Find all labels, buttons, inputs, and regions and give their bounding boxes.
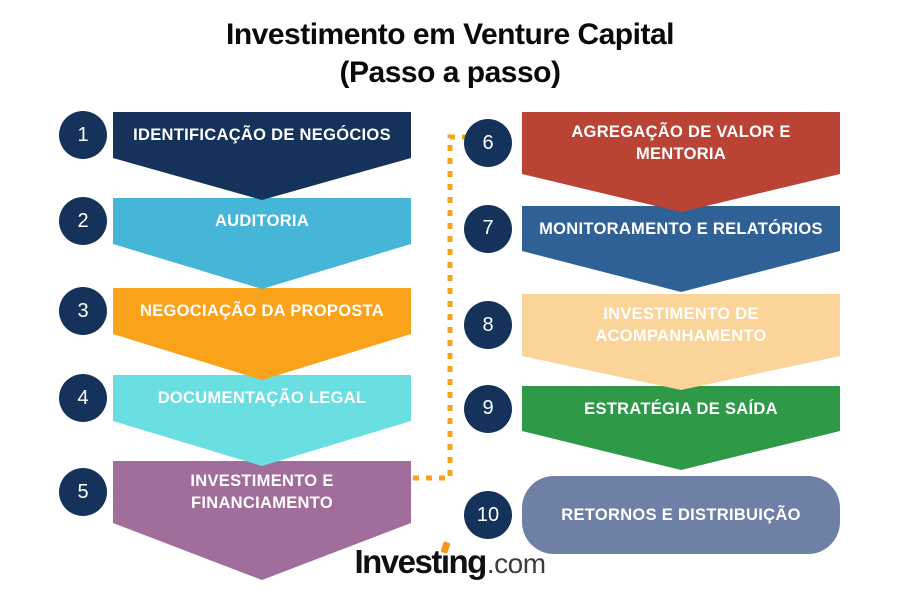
step-8-label-text: INVESTIMENTO DE ACOMPANHAMENTO bbox=[595, 305, 767, 345]
step-2-number-badge: 2 bbox=[59, 197, 107, 245]
page-title-line2: (Passo a passo) bbox=[339, 56, 561, 89]
step-5-number-badge: 5 bbox=[59, 468, 107, 516]
step-6-number-badge: 6 bbox=[464, 119, 512, 167]
step-8-number: 8 bbox=[482, 313, 494, 336]
step-8-label: INVESTIMENTO DE ACOMPANHAMENTO bbox=[522, 294, 840, 356]
step-10-label-text: RETORNOS E DISTRIBUIÇÃO bbox=[561, 506, 801, 524]
step-1-label-text: IDENTIFICAÇÃO DE NEGÓCIOS bbox=[133, 126, 391, 144]
step-2-number: 2 bbox=[77, 209, 89, 232]
step-7-label: MONITORAMENTO E RELATÓRIOS bbox=[522, 206, 840, 251]
step-9-label-text: ESTRATÉGIA DE SAÍDA bbox=[584, 399, 778, 418]
step-4-number-badge: 4 bbox=[59, 374, 107, 422]
step-5-number: 5 bbox=[77, 480, 89, 503]
step-1-number: 1 bbox=[77, 123, 89, 146]
step-8-number-badge: 8 bbox=[464, 301, 512, 349]
step-7-number-badge: 7 bbox=[464, 204, 512, 253]
step-2-label: AUDITORIA bbox=[113, 198, 411, 244]
step-10-label: RETORNOS E DISTRIBUIÇÃO bbox=[522, 476, 840, 554]
brand-tld: .com bbox=[486, 548, 546, 579]
step-3-number-badge: 3 bbox=[59, 287, 107, 335]
brand-suffix: ng bbox=[448, 543, 488, 580]
page-title: Investimento em Venture Capital (Passo a… bbox=[0, 16, 900, 92]
step-4-label: DOCUMENTAÇÃO LEGAL bbox=[113, 375, 411, 421]
step-5-label-text: INVESTIMENTO E FINANCIAMENTO bbox=[190, 472, 334, 512]
brand-letter-i: ı bbox=[440, 541, 451, 580]
step-4-number: 4 bbox=[77, 386, 89, 409]
step-5-label: INVESTIMENTO E FINANCIAMENTO bbox=[113, 461, 411, 523]
step-3-label-text: NEGOCIAÇÃO DA PROPOSTA bbox=[139, 302, 385, 320]
step-3-number: 3 bbox=[77, 299, 89, 322]
step-9-label: ESTRATÉGIA DE SAÍDA bbox=[522, 386, 840, 431]
step-2-shape: AUDITORIA bbox=[113, 198, 411, 289]
step-1-label: IDENTIFICAÇÃO DE NEGÓCIOS bbox=[113, 112, 411, 158]
step-10-number: 10 bbox=[476, 503, 500, 526]
step-6-label-text: AGREGAÇÃO DE VALOR E MENTORIA bbox=[571, 123, 791, 163]
step-7-label-text: MONITORAMENTO E RELATÓRIOS bbox=[539, 219, 823, 238]
step-6-label: AGREGAÇÃO DE VALOR E MENTORIA bbox=[522, 112, 840, 174]
step-10-shape: RETORNOS E DISTRIBUIÇÃO bbox=[522, 476, 840, 554]
step-9-number-badge: 9 bbox=[464, 384, 512, 433]
step-3-label: NEGOCIAÇÃO DA PROPOSTA bbox=[113, 288, 411, 334]
page-title-line1: Investimento em Venture Capital bbox=[226, 18, 674, 51]
step-10-number-badge: 10 bbox=[464, 491, 512, 539]
brand-prefix: Invest bbox=[354, 543, 442, 580]
step-7-number: 7 bbox=[482, 217, 494, 239]
step-6-number: 6 bbox=[482, 131, 494, 154]
step-4-label-text: DOCUMENTAÇÃO LEGAL bbox=[157, 389, 367, 407]
step-9-number: 9 bbox=[482, 397, 494, 419]
step-2-label-text: AUDITORIA bbox=[214, 212, 310, 230]
step-1-number-badge: 1 bbox=[59, 111, 107, 159]
